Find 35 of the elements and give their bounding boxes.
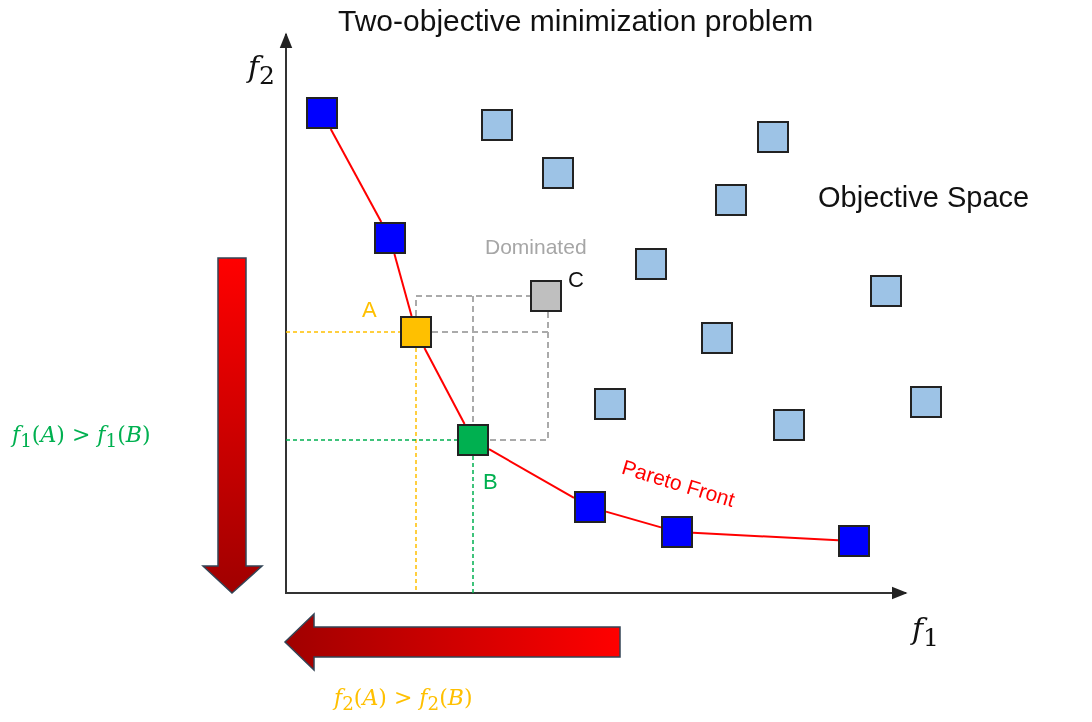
- data-point-square: [870, 275, 902, 307]
- chart-title: Two-objective minimization problem: [338, 4, 814, 37]
- data-point-square: [306, 97, 338, 129]
- data-point-square: [574, 491, 606, 523]
- data-point-square: [910, 386, 942, 418]
- data-point-square: [701, 322, 733, 354]
- data-point-square: [838, 525, 870, 557]
- pareto-front-line: [393, 253, 413, 317]
- data-point-square: [635, 248, 667, 280]
- pareto-front-line: [329, 128, 383, 223]
- data-point-square: [715, 184, 747, 216]
- pareto-front-line: [692, 531, 839, 542]
- data-point-square: [457, 424, 489, 456]
- region-label: Objective Space: [818, 182, 1030, 214]
- point-label: A: [362, 298, 377, 323]
- pareto-front-line: [605, 510, 662, 529]
- data-point-square: [594, 388, 626, 420]
- data-point-square: [542, 157, 574, 189]
- data-point-square: [530, 280, 562, 312]
- data-point-square: [773, 409, 805, 441]
- data-point-square: [400, 316, 432, 348]
- axis-label: f$_{2}$: [248, 50, 275, 90]
- pareto-front-line: [488, 448, 575, 499]
- curve-label: Pareto Front: [619, 455, 738, 512]
- data-point-square: [661, 516, 693, 548]
- axis-label: f$_{1}$: [912, 612, 939, 652]
- data-point-square: [374, 222, 406, 254]
- data-point-square: [481, 109, 513, 141]
- inequality-label: f$_{2}$(A) > f$_{2}$(B): [334, 686, 473, 715]
- data-point-square: [757, 121, 789, 153]
- point-label: C: [568, 268, 584, 293]
- region-label: Dominated: [485, 235, 587, 259]
- inequality-label: f$_{1}$(A) > f$_{1}$(B): [12, 423, 151, 452]
- pareto-front-line: [423, 347, 466, 425]
- point-label: B: [483, 470, 498, 495]
